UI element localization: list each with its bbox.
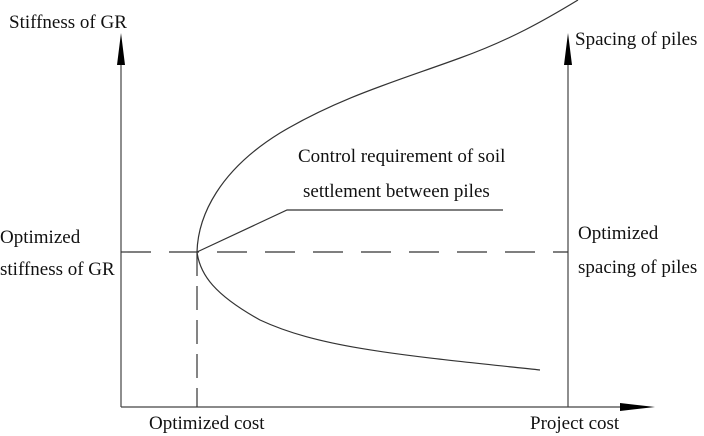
optimized-spacing-label-line1: Optimized: [578, 223, 659, 244]
left-y-axis-arrow-icon: [117, 33, 125, 65]
optimized-stiffness-label-line1: Optimized: [0, 227, 81, 248]
spacing-curve: [196, 251, 541, 371]
control-requirement-leader-line: [196, 209, 503, 253]
right-y-axis-arrow-icon: [564, 33, 572, 65]
x-axis-label: Project cost: [530, 413, 620, 434]
stiffness-curve: [196, 0, 579, 253]
right-y-axis-label: Spacing of piles: [575, 29, 698, 50]
x-axis-arrow-icon: [620, 403, 655, 411]
control-requirement-label-line2: settlement between piles: [303, 181, 490, 202]
optimized-spacing-label-line2: spacing of piles: [578, 257, 698, 278]
left-y-axis-label: Stiffness of GR: [9, 12, 127, 33]
optimized-stiffness-label-line2: stiffness of GR: [0, 259, 115, 280]
control-requirement-label-line1: Control requirement of soil: [298, 146, 506, 167]
optimized-cost-label: Optimized cost: [149, 413, 265, 434]
